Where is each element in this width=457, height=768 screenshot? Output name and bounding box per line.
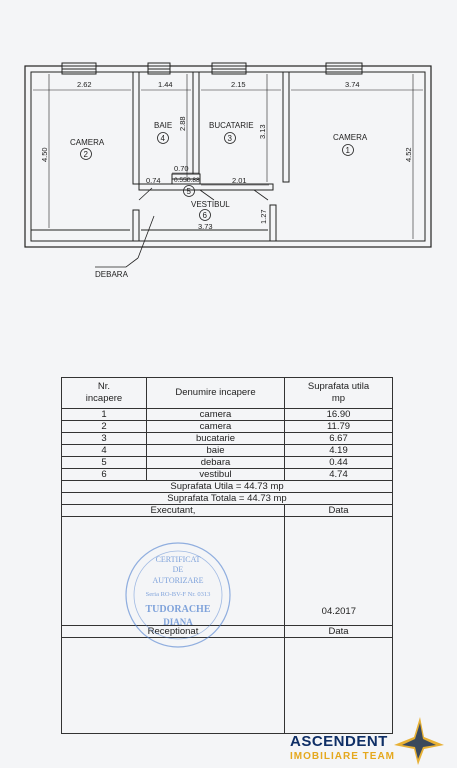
data-label: Data [284, 504, 393, 517]
table-row: 3 bucatarie 6.67 [61, 432, 393, 445]
doors [138, 187, 269, 201]
row-nr: 2 [61, 420, 147, 433]
floor-plan: DEBARA CAMERA 2 BAIE 4 BUCATARIE 3 CAMER… [24, 62, 432, 279]
row-area: 11.79 [284, 420, 393, 433]
dimension: 3.13 [258, 124, 267, 139]
dimension: 0.88 [187, 177, 200, 184]
ascendent-logo: ASCENDENT IMOBILIARE TEAM [284, 717, 454, 765]
receptionat-date-cell [284, 637, 393, 734]
date-value: 04.2017 [284, 516, 393, 626]
dimension: 1.44 [158, 80, 173, 89]
dimension: 3.74 [345, 80, 360, 89]
room-number: 6 [203, 211, 208, 220]
signature-cell [61, 516, 285, 626]
row-name: baie [146, 444, 285, 457]
stamp-serie: Seria RO-BV-F Nr. 0313 [146, 591, 211, 598]
header-denumire: Denumire incapere [146, 377, 285, 409]
data-label: Data [284, 625, 393, 638]
room-name: BAIE [154, 121, 172, 130]
dimension: 1.27 [259, 209, 268, 224]
table-row: 6 vestibul 4.74 [61, 468, 393, 481]
table-header-row: Nr. incapere Denumire incapere Suprafata… [61, 377, 393, 409]
stamp-title2: DE [173, 565, 184, 574]
stamp-title1: CERTIFICAT [156, 555, 201, 564]
row-name: vestibul [146, 468, 285, 481]
top-windows [61, 62, 363, 75]
dimension: 2.88 [178, 116, 187, 131]
row-name: camera [146, 408, 285, 421]
room-area-table: Nr. incapere Denumire incapere Suprafata… [61, 377, 393, 734]
row-nr: 5 [61, 456, 147, 469]
room-number: 2 [84, 150, 89, 159]
logo-line2: IMOBILIARE TEAM [290, 751, 395, 762]
room-number: 4 [161, 134, 166, 143]
logo-star-icon [394, 717, 444, 765]
logo-line1: ASCENDENT [290, 733, 388, 750]
dimension: 2.15 [231, 80, 246, 89]
total-utila-row: Suprafata Utila = 44.73 mp [61, 480, 393, 493]
dimension: 0.74 [146, 176, 161, 185]
row-area: 0.44 [284, 456, 393, 469]
total-totala-row: Suprafata Totala = 44.73 mp [61, 492, 393, 505]
room-number: 1 [346, 146, 351, 155]
table-row: 2 camera 11.79 [61, 420, 393, 433]
interior-walls [31, 71, 290, 242]
stamp-name1: TUDORACHE [145, 604, 210, 615]
debara-label: DEBARA [95, 270, 129, 279]
receptionat-cell [61, 637, 285, 734]
room-name: CAMERA [333, 133, 368, 142]
stamp-name2: DIANA [163, 617, 193, 627]
row-nr: 4 [61, 444, 147, 457]
row-nr: 1 [61, 408, 147, 421]
executant-header-row: Executant, Data [61, 504, 393, 517]
total-utila: Suprafata Utila = 44.73 mp [61, 480, 393, 493]
dimension: 3.73 [198, 222, 213, 231]
dimension: 4.52 [404, 147, 413, 162]
row-name: bucatarie [146, 432, 285, 445]
room-number: 3 [228, 134, 233, 143]
room-name: BUCATARIE [209, 121, 254, 130]
room-name: VESTIBUL [191, 200, 230, 209]
table-row: 4 baie 4.19 [61, 444, 393, 457]
table-row: 5 debara 0.44 [61, 456, 393, 469]
row-nr: 3 [61, 432, 147, 445]
stamp-title3: AUTORIZARE [153, 576, 204, 585]
row-area: 6.67 [284, 432, 393, 445]
row-area: 4.19 [284, 444, 393, 457]
room-name: CAMERA [70, 138, 105, 147]
debara-leader [125, 257, 139, 268]
dimension: 2.01 [232, 176, 247, 185]
row-name: debara [146, 456, 285, 469]
header-suprafata: Suprafata utila mp [284, 377, 393, 409]
signature-row: 04.2017 [61, 516, 393, 626]
dimension: 2.62 [77, 80, 92, 89]
receptionat-row [61, 637, 393, 734]
dimension: 0.55 [174, 177, 187, 184]
total-totala: Suprafata Totala = 44.73 mp [61, 492, 393, 505]
room-number: 5 [187, 187, 192, 196]
outer-wall-inner [30, 71, 426, 242]
header-nr: Nr. incapere [61, 377, 147, 409]
row-name: camera [146, 420, 285, 433]
table-row: 1 camera 16.90 [61, 408, 393, 421]
row-nr: 6 [61, 468, 147, 481]
row-area: 4.74 [284, 468, 393, 481]
executant-label: Executant, [61, 504, 285, 517]
dimension: 0.70 [174, 164, 189, 173]
dimension: 4.50 [40, 147, 49, 162]
row-area: 16.90 [284, 408, 393, 421]
authorization-stamp: CERTIFICAT DE AUTORIZARE Seria RO-BV-F N… [125, 542, 231, 648]
